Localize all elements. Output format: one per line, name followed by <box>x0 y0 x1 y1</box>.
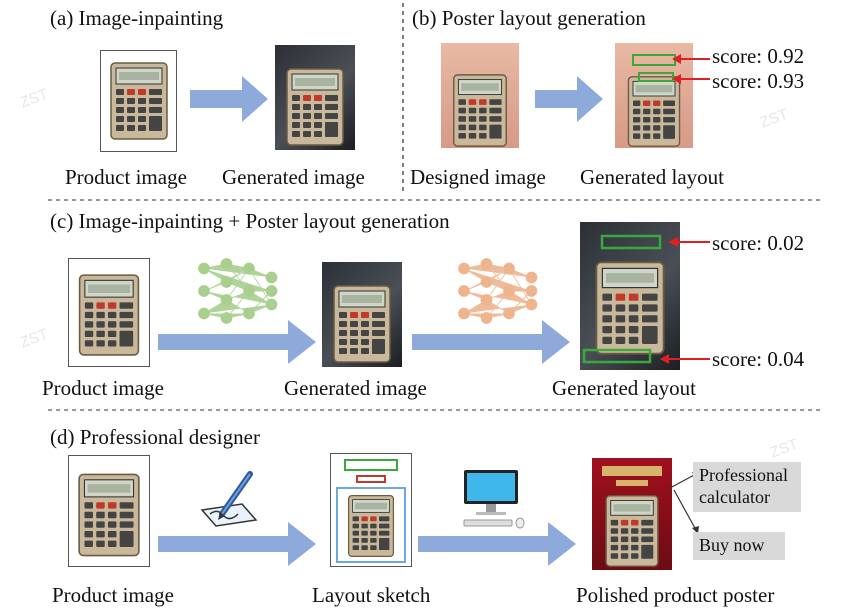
flow-arrow <box>190 76 268 122</box>
score-label: score: 0.92 <box>712 44 805 68</box>
caption-generated-layout: Generated layout <box>552 376 697 400</box>
caption-polished-poster: Polished product poster <box>576 583 775 607</box>
poster-text: Professional calculator <box>699 465 788 507</box>
layout-box <box>582 348 652 364</box>
caption-layout-sketch: Layout sketch <box>312 583 431 607</box>
generated-layout <box>580 222 680 370</box>
panel-b-title: (b) Poster layout generation <box>412 6 646 30</box>
panel-a-title: (a) Image-inpainting <box>50 6 224 30</box>
layout-sketch <box>330 453 412 567</box>
layout-box <box>600 234 662 250</box>
score-label: score: 0.02 <box>712 231 805 255</box>
caption-generated-layout: Generated layout <box>580 165 725 189</box>
caption-product-image: Product image <box>42 376 164 400</box>
designed-image <box>441 43 519 148</box>
caption-product-image: Product image <box>52 583 174 607</box>
layout-box <box>632 54 676 66</box>
flow-arrow <box>158 320 316 364</box>
score-label: score: 0.04 <box>712 347 805 371</box>
poster-button-text: Buy now <box>699 535 765 555</box>
sketch-pen-icon <box>200 471 258 527</box>
neural-net-icon <box>458 258 538 324</box>
poster-button-box: Buy now <box>693 532 785 560</box>
product-image <box>68 455 150 567</box>
neural-net-icon <box>198 258 278 324</box>
product-image <box>100 50 177 152</box>
flow-arrow <box>418 522 576 566</box>
poster-text-box: Professional calculator <box>693 462 801 512</box>
score-arrows <box>660 237 710 364</box>
caption-generated-image: Generated image <box>222 165 365 189</box>
flow-arrow <box>535 76 603 122</box>
polished-poster <box>592 458 672 570</box>
panel-c-title: (c) Image-inpainting + Poster layout gen… <box>50 209 450 233</box>
flow-arrow <box>158 522 316 566</box>
caption-designed-image: Designed image <box>410 165 546 189</box>
product-image <box>68 258 150 367</box>
caption-product-image: Product image <box>65 165 187 189</box>
flow-arrow <box>412 320 570 364</box>
generated-image <box>275 45 355 150</box>
panel-d-title: (d) Professional designer <box>50 425 260 449</box>
layout-box <box>638 72 674 82</box>
score-arrows <box>672 54 710 84</box>
caption-generated-image: Generated image <box>284 376 427 400</box>
computer-icon <box>463 470 525 529</box>
score-label: score: 0.93 <box>712 69 805 93</box>
generated-image <box>322 262 402 367</box>
